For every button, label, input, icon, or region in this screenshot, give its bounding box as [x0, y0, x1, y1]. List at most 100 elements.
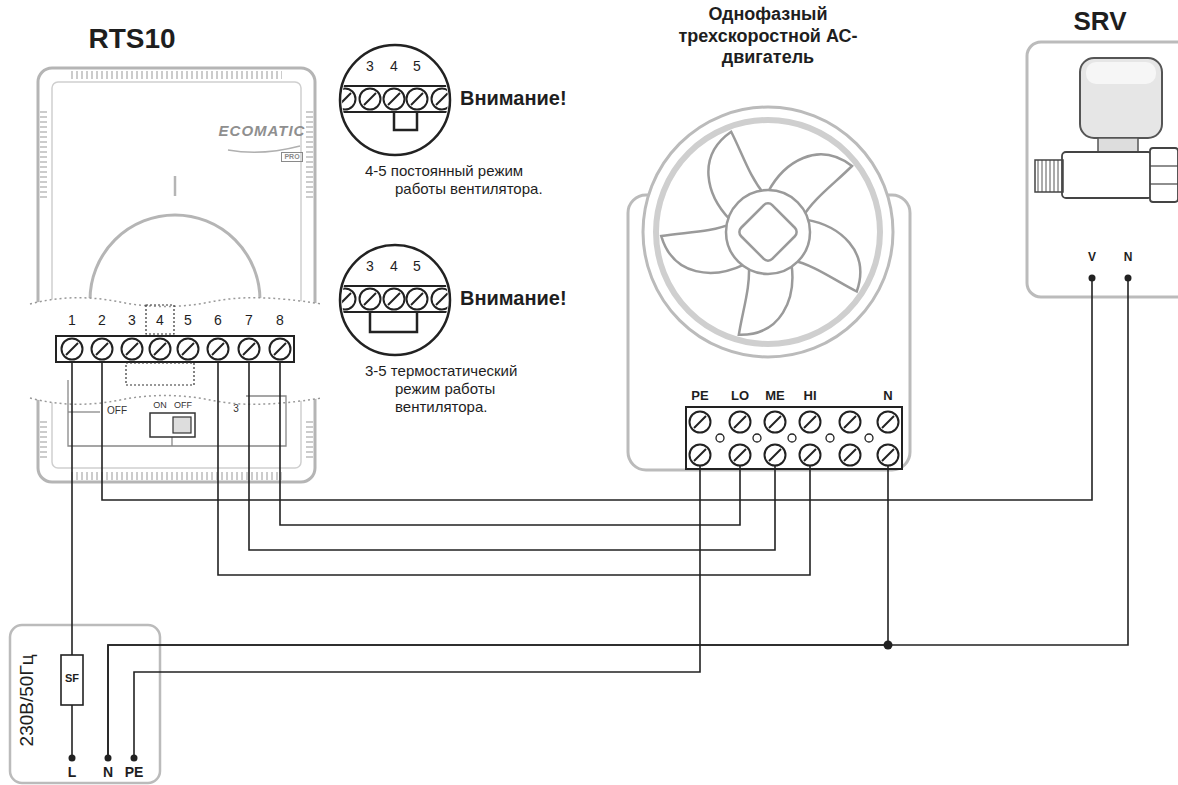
thermostat-housing	[239, 339, 260, 360]
motor-drawing	[716, 434, 724, 442]
terminal-number: N	[883, 388, 892, 404]
valve-drawing	[1150, 165, 1178, 166]
callout-circle	[407, 89, 428, 110]
motor-drawing	[788, 434, 796, 442]
terminal: 3	[120, 310, 144, 361]
terminal-number: 6	[214, 312, 222, 329]
terminal-number: 3	[366, 258, 374, 275]
thermostat-housing	[40, 110, 47, 200]
terminal-number: N	[103, 764, 113, 781]
thermostat-housing	[150, 339, 171, 360]
thermostat-housing	[178, 339, 199, 360]
terminal-dot	[105, 755, 112, 762]
callout-circle	[330, 86, 460, 112]
terminal-dot	[69, 275, 1132, 762]
valve-drawing	[1062, 152, 1152, 198]
device-title: SRV	[1074, 6, 1127, 37]
terminal: 4	[148, 310, 172, 361]
terminal-number: 5	[413, 258, 421, 275]
terminal-dot	[69, 755, 76, 762]
terminal-number: 2	[98, 312, 106, 329]
wire	[102, 281, 1092, 500]
brand-badge: PRO	[281, 152, 302, 162]
valve-drawing	[1098, 138, 1138, 152]
callout-circle	[360, 89, 381, 110]
warning-text: Внимание!	[460, 286, 567, 310]
thermostat-housing	[70, 71, 282, 79]
motor-drawing	[878, 412, 899, 433]
terminal-number: ME	[765, 388, 785, 404]
terminal-number: 4	[156, 312, 164, 329]
motor-drawing	[840, 445, 861, 466]
motor-drawing	[865, 434, 873, 442]
callout-circle	[384, 89, 405, 110]
device-title: Однофазный трехскоростной АС-двигатель	[658, 4, 878, 69]
terminal: 2	[90, 310, 114, 361]
switch-label: ON	[153, 400, 167, 411]
terminal: N	[875, 386, 901, 466]
terminal-dot	[131, 755, 138, 762]
circuit-breaker: SF	[61, 655, 83, 705]
terminal-number: V	[1088, 250, 1096, 264]
warning-text: Внимание!	[460, 86, 567, 110]
callout-circle	[394, 112, 417, 130]
terminal: LO	[727, 386, 753, 466]
terminal-number: 3	[128, 312, 136, 329]
callout-circle	[330, 45, 460, 355]
motor-drawing	[726, 190, 810, 274]
valve-srv: V N SRV	[1025, 4, 1178, 297]
terminal-number: N	[1124, 250, 1133, 264]
motor-drawing	[765, 412, 786, 433]
thermostat-rts10: 12345678RTS10ECOMATICPRO	[38, 20, 315, 482]
thermostat-housing	[208, 339, 229, 360]
terminal-number: 4	[390, 258, 398, 275]
thermostat-housing	[126, 363, 194, 385]
thermostat-housing	[174, 176, 177, 196]
thermostat-housing	[306, 110, 313, 200]
motor-drawing	[654, 128, 867, 344]
thermostat-housing	[122, 339, 143, 360]
thermostat-housing	[52, 82, 301, 468]
callout-circle: 345Внимание!	[340, 245, 600, 355]
thermostat-housing	[68, 380, 286, 446]
terminal: HI	[797, 386, 823, 466]
motor-drawing	[800, 445, 821, 466]
motor-drawing	[628, 107, 910, 470]
wire	[134, 466, 700, 758]
switch-label: OFF	[174, 400, 192, 411]
callout-circle	[432, 289, 453, 310]
power-panel	[10, 625, 160, 783]
wire	[218, 361, 810, 575]
callout-circle	[335, 289, 356, 310]
callout-circle	[370, 312, 417, 332]
terminal: N	[1117, 248, 1139, 281]
terminal: N	[96, 758, 120, 784]
wire	[249, 361, 775, 550]
switch-label: 3	[233, 403, 239, 415]
valve-drawing	[1150, 148, 1178, 202]
terminal-number: HI	[804, 388, 817, 404]
terminal-number: 3	[366, 58, 374, 75]
motor-drawing	[737, 201, 799, 263]
callout-circle	[432, 89, 453, 110]
wire	[108, 466, 888, 758]
terminal: V	[1081, 248, 1103, 281]
motor-drawing	[753, 434, 761, 442]
thermostat-housing	[30, 298, 322, 405]
thermostat-housing	[270, 339, 291, 360]
thermostat-housing	[30, 298, 322, 307]
note: 3-5 термостатический режим работы вентил…	[365, 362, 550, 416]
wire-group	[72, 281, 1128, 758]
terminal: 8	[268, 310, 292, 361]
motor-drawing	[800, 412, 821, 433]
thermostat-housing	[30, 68, 322, 482]
wire	[71, 361, 73, 655]
motor-drawing	[840, 412, 861, 433]
power-panel	[10, 625, 160, 783]
wire	[71, 705, 73, 758]
motor-drawing	[730, 412, 751, 433]
valve-drawing	[1080, 58, 1162, 138]
valve-drawing	[1027, 42, 1178, 297]
